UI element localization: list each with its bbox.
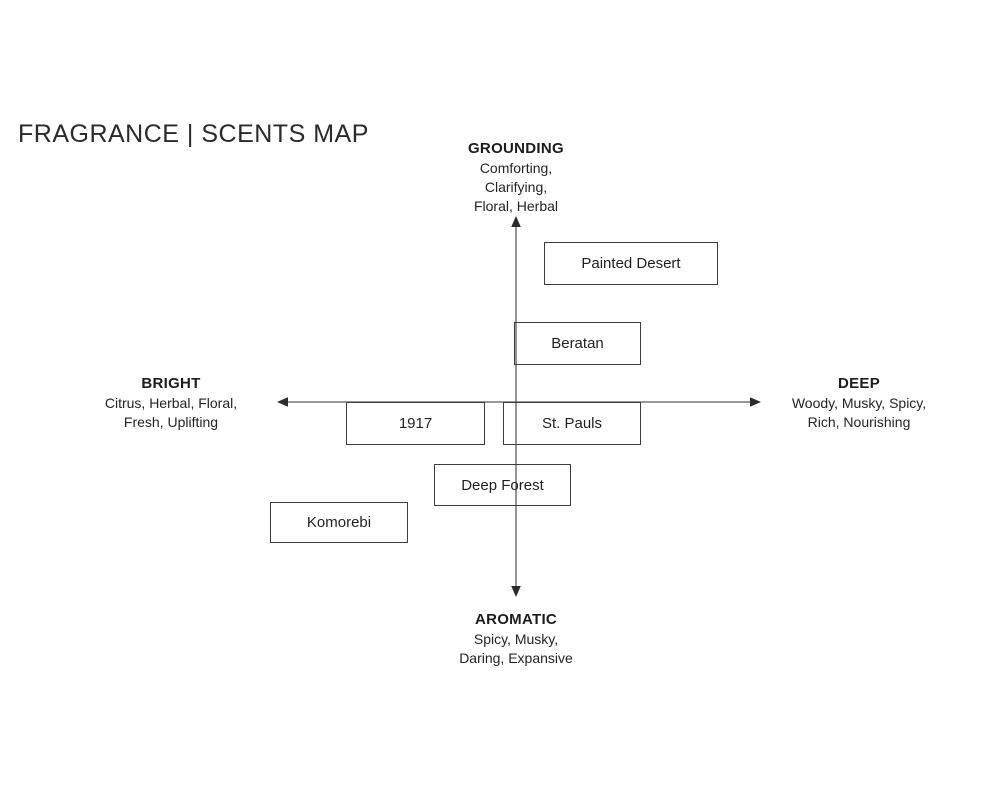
scent-box-1917: 1917: [346, 402, 485, 445]
arrow-up-icon: [511, 216, 521, 227]
page-title: FRAGRANCE | SCENTS MAP: [18, 120, 369, 148]
axis-name-grounding: GROUNDING: [467, 140, 565, 157]
axis-label-deep: DEEP Woody, Musky, Spicy, Rich, Nourishi…: [748, 374, 970, 432]
scent-box-st-pauls: St. Pauls: [503, 402, 641, 445]
scent-box-deep-forest: Deep Forest: [434, 464, 571, 506]
axis-label-grounding: GROUNDING Comforting, Clarifying, Floral…: [396, 139, 636, 216]
scent-box-komorebi: Komorebi: [270, 502, 408, 543]
scent-box-painted-desert: Painted Desert: [544, 242, 718, 285]
axis-descriptors-deep: Woody, Musky, Spicy, Rich, Nourishing: [791, 395, 927, 430]
axis-label-aromatic: AROMATIC Spicy, Musky, Daring, Expansive: [406, 610, 626, 668]
axis-name-bright: BRIGHT: [141, 375, 201, 392]
arrow-left-icon: [277, 397, 288, 407]
axis-descriptors-grounding: Comforting, Clarifying, Floral, Herbal: [473, 160, 559, 214]
axis-label-bright: BRIGHT Citrus, Herbal, Floral, Fresh, Up…: [60, 374, 282, 432]
arrow-down-icon: [511, 586, 521, 597]
scent-box-beratan: Beratan: [514, 322, 641, 365]
axis-name-aromatic: AROMATIC: [474, 611, 558, 628]
axis-name-deep: DEEP: [837, 375, 881, 392]
axis-descriptors-bright: Citrus, Herbal, Floral, Fresh, Uplifting: [104, 395, 238, 430]
axis-descriptors-aromatic: Spicy, Musky, Daring, Expansive: [459, 631, 573, 666]
arrow-right-icon: [750, 397, 761, 407]
